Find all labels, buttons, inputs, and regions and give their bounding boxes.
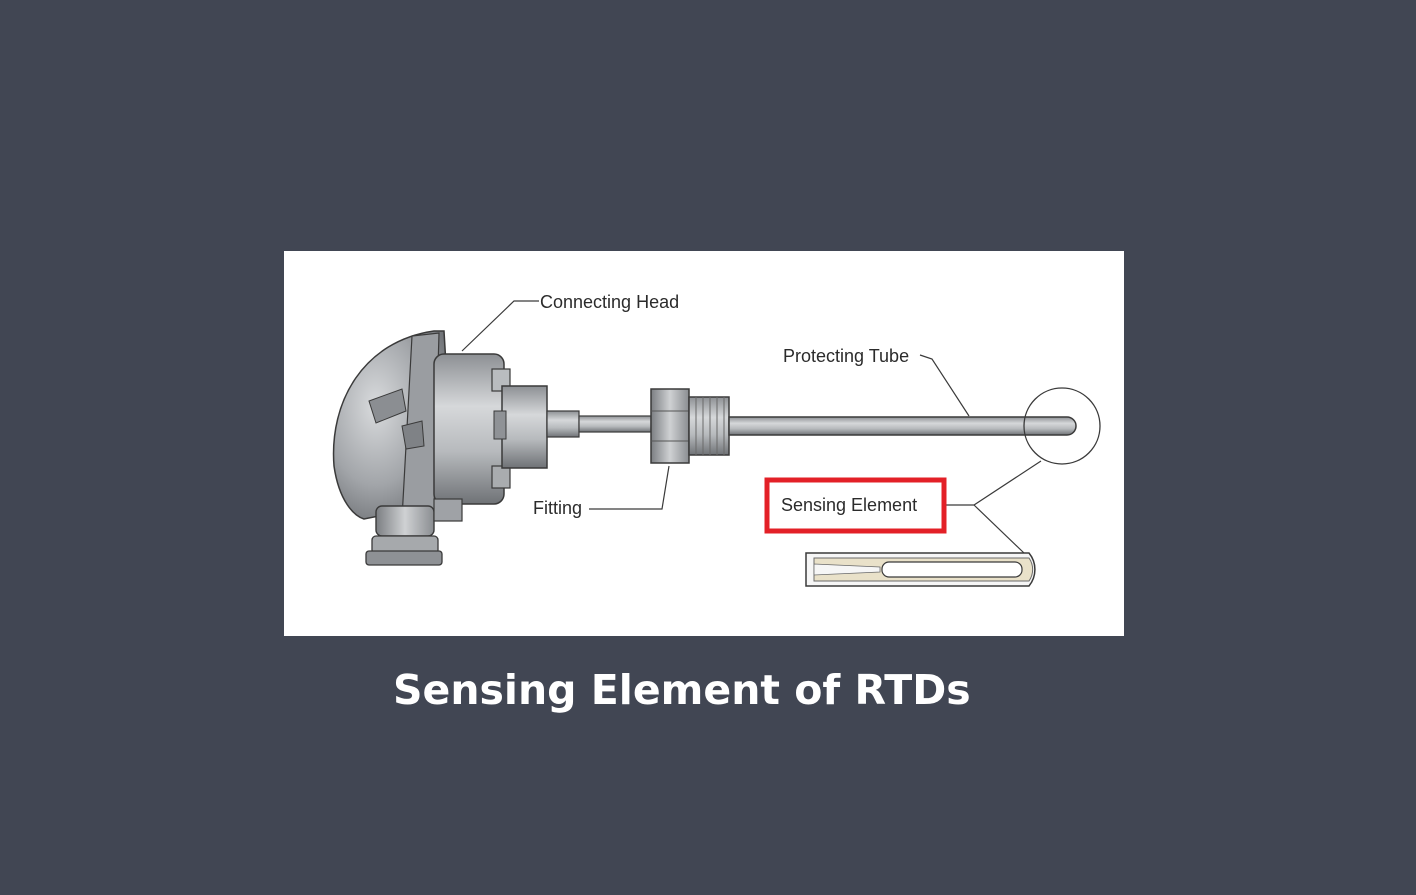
label-protecting-tube: Protecting Tube xyxy=(783,346,909,366)
protecting-tube-drawing xyxy=(728,416,1077,436)
rtd-diagram-panel: Connecting Head Protecting Tube Fitting … xyxy=(284,251,1124,636)
label-sensing-element: Sensing Element xyxy=(781,495,917,515)
slide-caption: Sensing Element of RTDs xyxy=(393,666,971,714)
connecting-head-drawing xyxy=(332,330,548,566)
label-fitting: Fitting xyxy=(533,498,582,518)
extension-nipple-drawing xyxy=(546,410,652,438)
fitting-drawing xyxy=(650,388,730,464)
tube-tip-circle xyxy=(1023,387,1101,465)
label-connecting-head: Connecting Head xyxy=(540,292,679,312)
rtd-diagram: Connecting Head Protecting Tube Fitting … xyxy=(332,292,1101,587)
sensing-element-drawing xyxy=(805,552,1036,587)
leader-lines xyxy=(461,300,1042,554)
highlight-box xyxy=(764,477,947,534)
